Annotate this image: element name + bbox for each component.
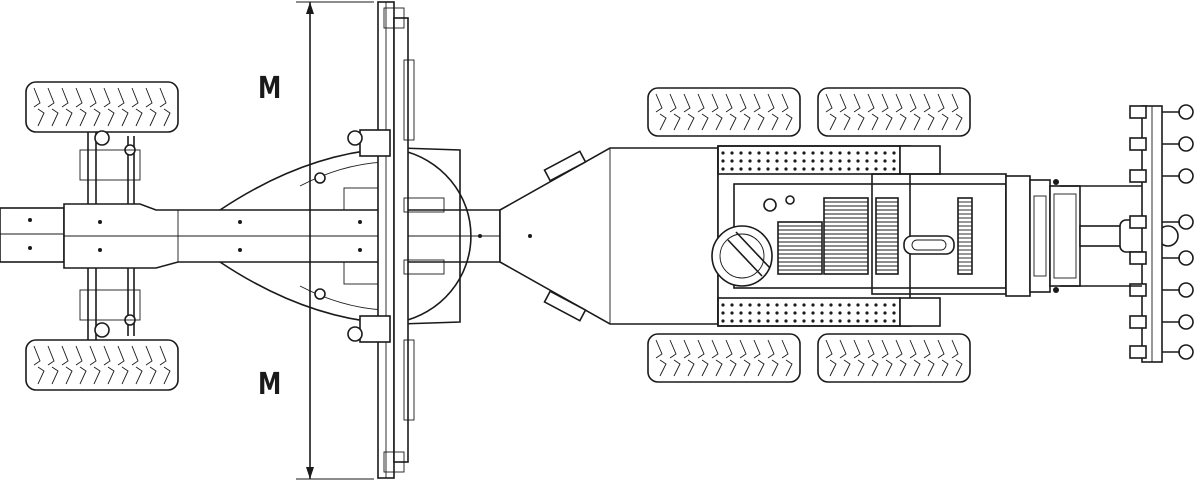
front-left-lower-wheel-1 xyxy=(647,333,801,383)
rear-steering-linkage xyxy=(79,130,141,340)
cable-drum xyxy=(711,225,773,287)
lower-dimension-label: M xyxy=(258,367,282,402)
front-left-lower-wheel-2 xyxy=(817,333,971,383)
width-dimension-line xyxy=(296,1,374,480)
rear-left-lower-wheel xyxy=(25,339,179,391)
upper-dimension-label: M xyxy=(258,71,282,106)
front-left-upper-wheel-1 xyxy=(647,87,801,137)
main-frame-beam xyxy=(63,203,501,269)
rear-left-upper-wheel xyxy=(25,81,179,133)
front-left-upper-wheel-2 xyxy=(817,87,971,137)
front-housing xyxy=(1005,175,1081,297)
front-hood xyxy=(499,147,719,325)
rear-hitch xyxy=(0,207,65,263)
front-attachment xyxy=(1060,104,1194,363)
moldboard-blade xyxy=(347,1,445,479)
